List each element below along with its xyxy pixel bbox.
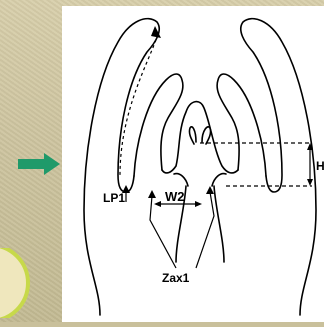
anatomy-diagram: LP1 W2 Zax1 H — [62, 6, 324, 322]
diagram-panel: LP1 W2 Zax1 H — [62, 6, 324, 322]
inner-right-fold — [217, 74, 266, 176]
h-label: H — [316, 159, 324, 173]
w2-label: W2 — [165, 189, 185, 204]
right-hook — [212, 174, 226, 186]
central-column — [162, 102, 238, 173]
outer-right-lobe — [241, 19, 316, 315]
zax1-left-pointer — [150, 196, 176, 268]
inner-left-fold — [134, 74, 183, 176]
circle-fragment-icon — [0, 248, 40, 318]
outer-left-lobe — [84, 19, 159, 315]
left-hook — [174, 174, 188, 186]
zax1-label: Zax1 — [162, 271, 190, 285]
lp1-label: LP1 — [103, 191, 125, 205]
top-prongs — [189, 127, 210, 144]
right-arrow-icon — [18, 153, 62, 175]
